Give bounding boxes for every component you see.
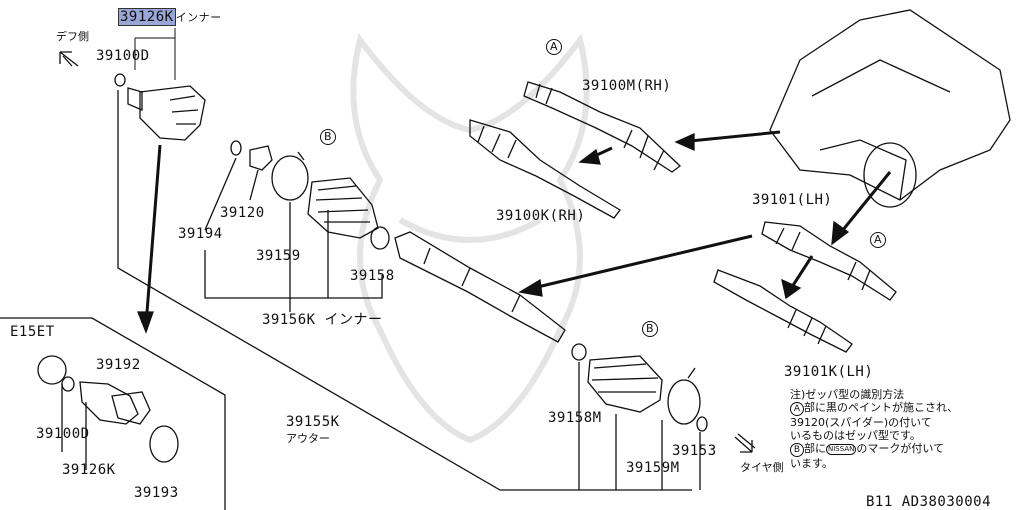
part-39159m-label[interactable]: 39159M	[626, 460, 680, 476]
lh-shaft-assembly-top	[761, 221, 897, 301]
part-39100k-rh-label[interactable]: 39100K(RH)	[496, 208, 586, 224]
note-line-4: いるものはゼッパ型です。	[790, 429, 921, 442]
part-39100d-top-label[interactable]: 39100D	[96, 48, 150, 64]
part-39156k-label[interactable]: 39156K インナー	[262, 312, 383, 328]
inner-boot	[307, 177, 379, 239]
note-line-1: 注)ゼッパ型の識別方法	[790, 388, 905, 401]
boot-band-39159	[271, 155, 309, 201]
part-39193-label[interactable]: 39193	[134, 485, 179, 501]
diff-side-arrow	[59, 51, 79, 67]
note-line-3: 39120(スパイダー)の付いて	[790, 416, 932, 429]
inner-joint-39126k	[114, 73, 206, 141]
note-line-6: います。	[790, 457, 833, 470]
clip-39153	[696, 416, 708, 432]
center-shaft	[394, 231, 566, 343]
nissan-logo: NISSAN	[826, 443, 857, 455]
band-39158	[370, 226, 390, 250]
tire-side-label: タイヤ側	[740, 461, 784, 474]
rh-shaft-assembly-top	[523, 81, 682, 173]
e15et-label: E15ET	[10, 324, 55, 340]
part-39155k-label[interactable]: 39155K	[286, 414, 340, 430]
callout-b-outer: B	[642, 320, 658, 337]
car-outline	[769, 9, 1011, 208]
band-39159m	[667, 379, 701, 425]
part-39100m-rh-label[interactable]: 39100M(RH)	[582, 78, 672, 94]
part-39120-label[interactable]: 39120	[220, 205, 265, 221]
part-39101k-lh-label[interactable]: 39101K(LH)	[784, 364, 874, 380]
part-39126k-box-label[interactable]: 39126K	[62, 462, 116, 478]
watermark-emblem	[350, 33, 590, 444]
note-b-mark: B	[790, 443, 804, 457]
e15et-parts	[37, 355, 179, 470]
part-39101-lh-label[interactable]: 39101(LH)	[752, 192, 833, 208]
part-39100d-box-label[interactable]: 39100D	[36, 426, 90, 442]
diagram-code: B11 AD38030004	[866, 494, 992, 510]
tire-side-arrow	[734, 433, 756, 453]
circlip-39194	[230, 140, 242, 156]
outer-label: アウター	[286, 432, 330, 445]
part-39158m-label[interactable]: 39158M	[548, 410, 602, 426]
note-a-mark: A	[790, 402, 804, 416]
part-39158-label[interactable]: 39158	[350, 268, 395, 284]
callout-a-top: A	[546, 38, 562, 55]
rh-shaft-assembly-lower	[469, 119, 621, 219]
diff-side-label: デフ側	[56, 30, 89, 43]
part-39126k-code[interactable]: 39126K	[118, 8, 176, 26]
part-39192-label[interactable]: 39192	[96, 357, 141, 373]
callout-b-inner: B	[320, 128, 336, 145]
part-39159-label[interactable]: 39159	[256, 248, 301, 264]
spider-39120	[249, 145, 273, 171]
part-39194-label[interactable]: 39194	[178, 226, 223, 242]
lh-shaft-assembly-lower	[713, 269, 853, 353]
e15et-box	[0, 317, 226, 510]
outer-boot	[587, 355, 663, 413]
part-39153-label[interactable]: 39153	[672, 443, 717, 459]
part-39126k-suffix: インナー	[175, 11, 222, 24]
callout-a-right: A	[870, 231, 886, 248]
